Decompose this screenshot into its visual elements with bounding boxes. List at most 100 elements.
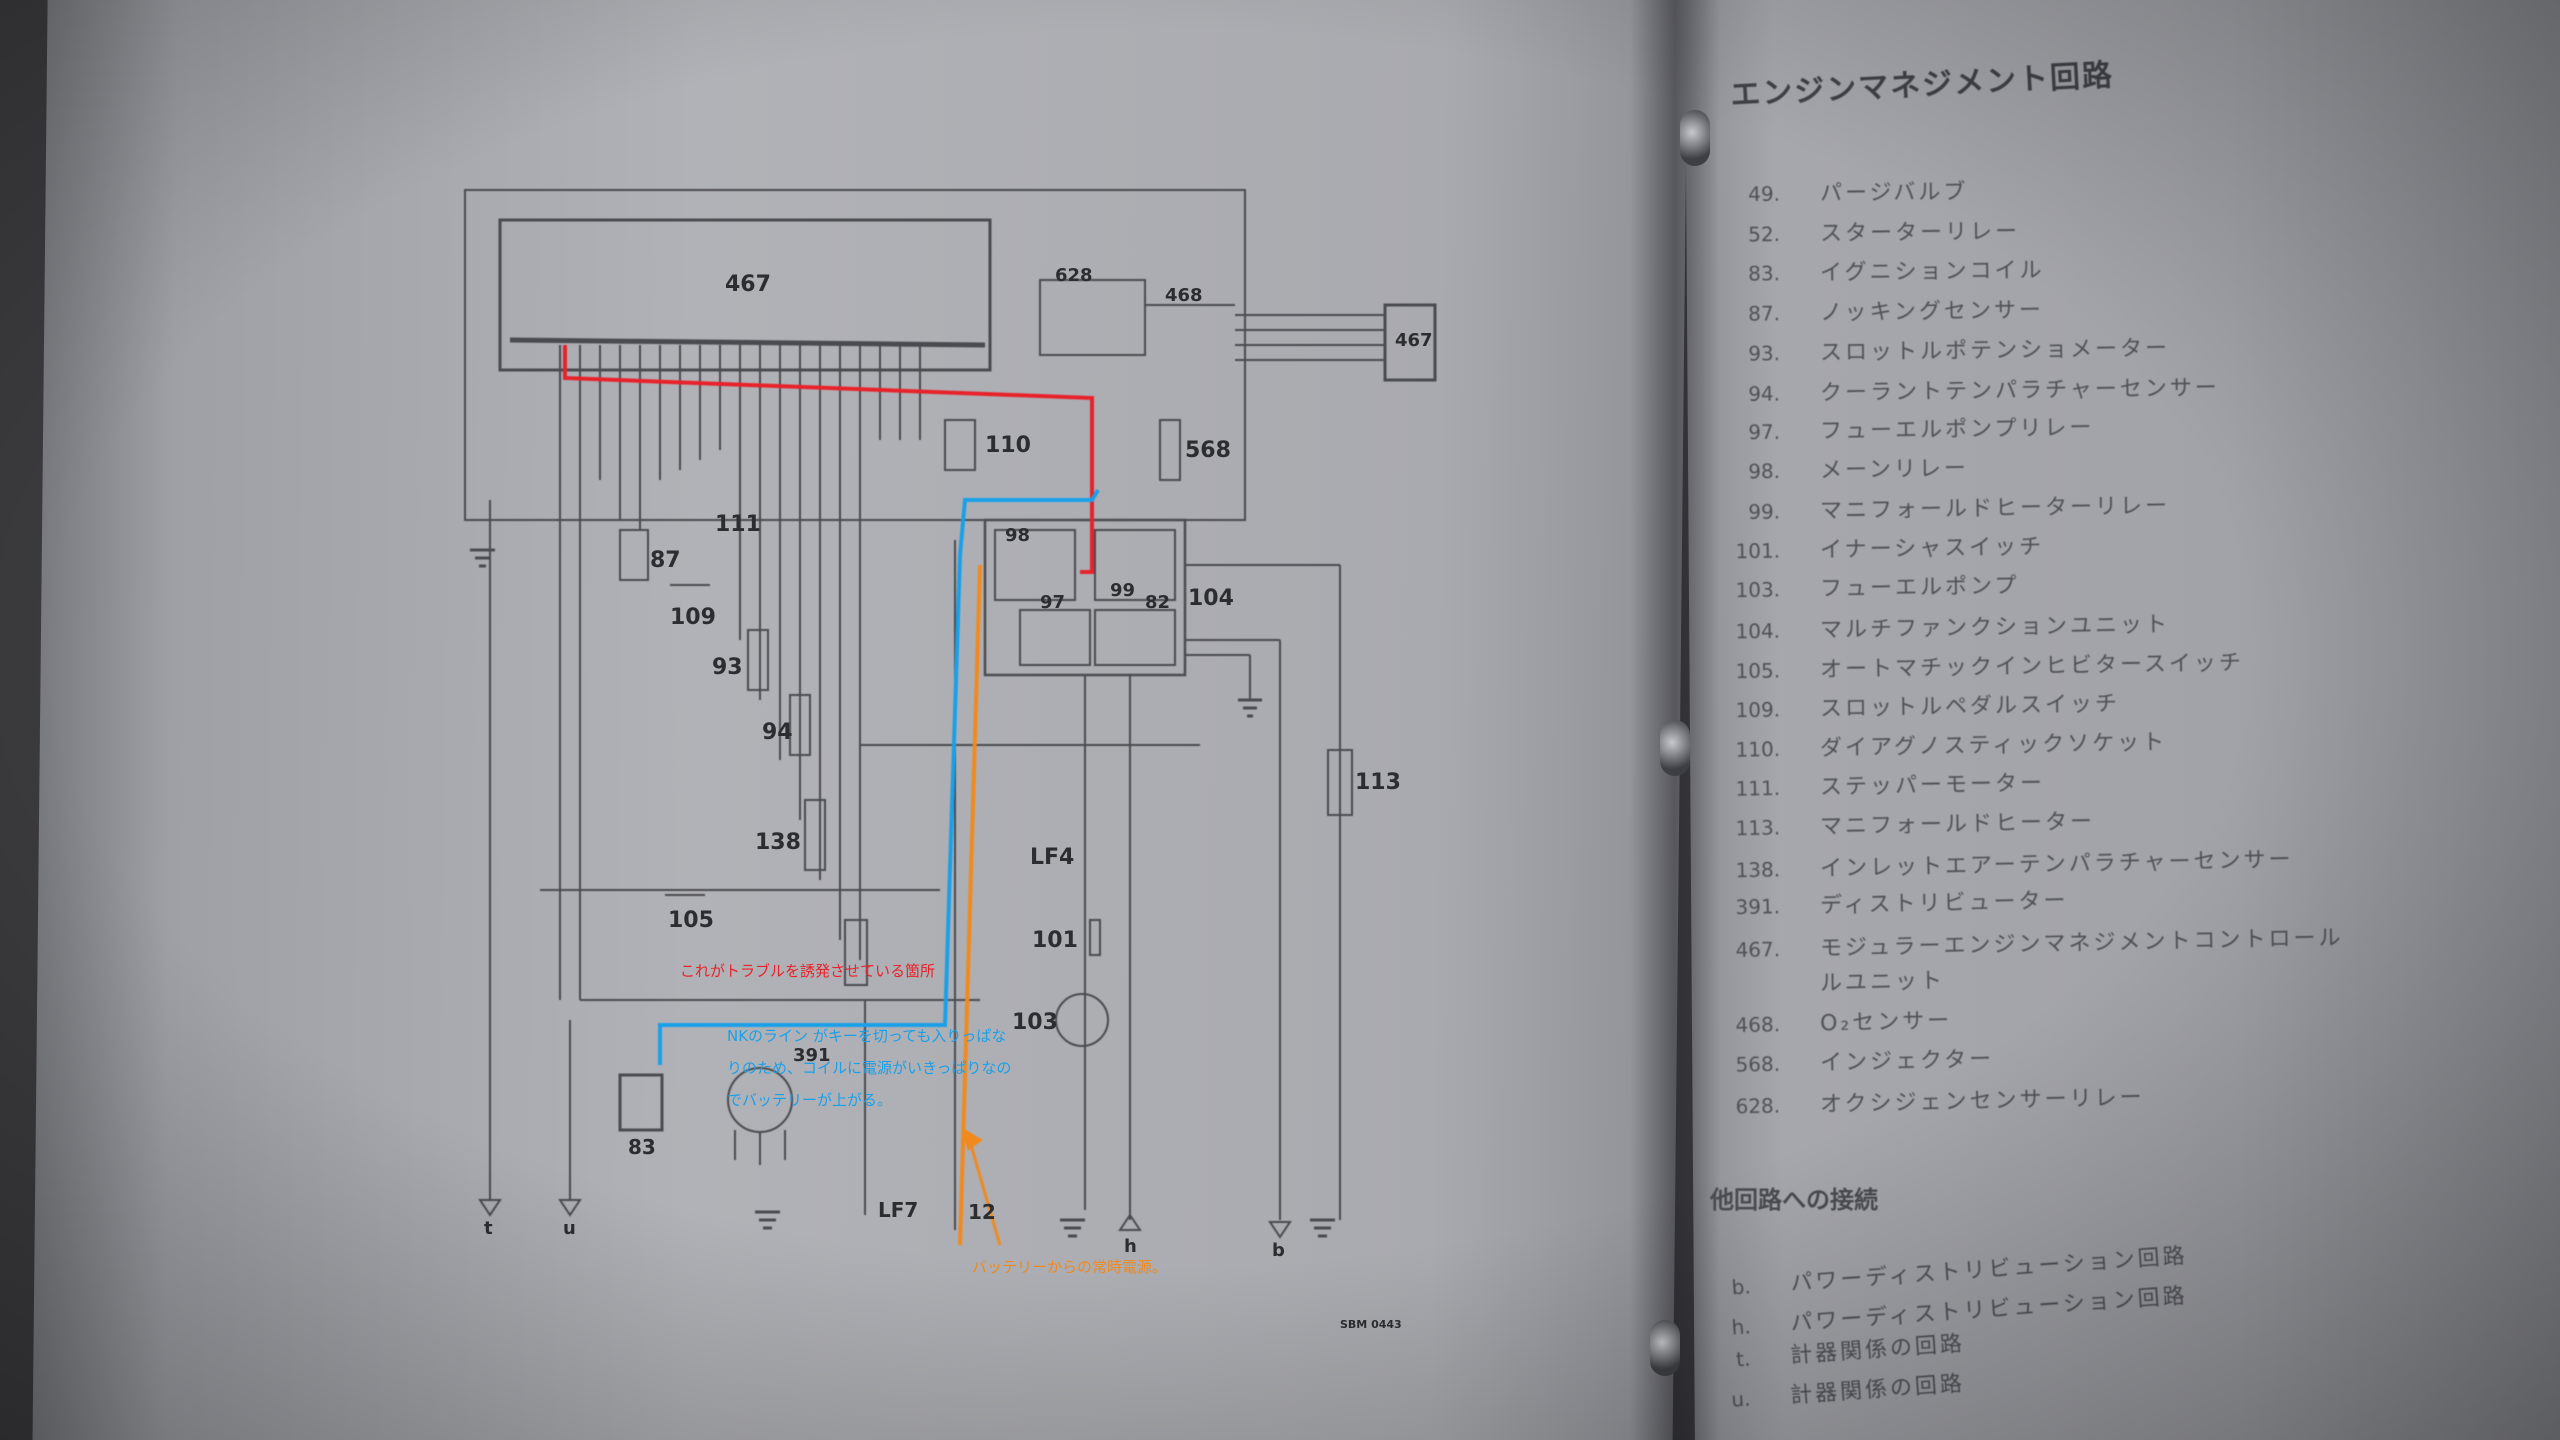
legend-item-number: 97.	[1748, 419, 1781, 445]
label-97: 97	[1040, 592, 1066, 613]
legend-item: 109. スロットルペダルスイッチ	[1720, 685, 2121, 724]
label-83: 83	[628, 1135, 656, 1159]
legend-item: 94. クーラントテンパラチャーセンサー	[1720, 369, 2220, 408]
label-87: 87	[650, 548, 681, 573]
label-105: 105	[668, 908, 714, 933]
legend-item-name: ダイアグノスティックソケット	[1819, 730, 2168, 762]
terminal-b: b	[1272, 1240, 1285, 1261]
legend-item-name: ノッキングセンサー	[1819, 297, 2045, 326]
legend-item: 103. フューエルポンプ	[1720, 568, 2020, 605]
other-circuit-letter: h.	[1730, 1314, 1752, 1340]
legend-item-number: 109.	[1735, 696, 1781, 722]
label-109: 109	[670, 605, 716, 630]
label-101: 101	[1032, 928, 1078, 953]
legend-item-number: 98.	[1748, 458, 1781, 483]
red-annotation: これがトラブルを誘発させている箇所	[680, 962, 936, 980]
legend-item-number: 94.	[1748, 380, 1781, 406]
orange-annotation: バッテリーからの常時電源。	[972, 1258, 1168, 1276]
legend-item-name: フューエルポンプ	[1819, 573, 2020, 602]
label-138: 138	[755, 830, 801, 855]
legend-item-name: メーンリレー	[1819, 455, 1970, 483]
label-93: 93	[712, 655, 743, 680]
ecu-block	[498, 218, 992, 372]
label-lf4: LF4	[1030, 845, 1075, 870]
legend-item-number: 99.	[1748, 499, 1781, 524]
legend-item-name: マニフォールドヒーター	[1819, 809, 2096, 840]
legend-item-name: イナーシャスイッチ	[1819, 534, 2045, 563]
label-98: 98	[1005, 525, 1031, 546]
o2-label: 467	[1395, 330, 1433, 351]
label-82: 82	[1145, 592, 1171, 613]
legend-item: 87.ノッキングセンサー	[1720, 292, 2044, 328]
legend-item-name: スターターリレー	[1819, 218, 2021, 247]
other-circuit-letter: u.	[1730, 1386, 1752, 1412]
legend-item-name: クーラントテンパラチャーセンサー	[1819, 375, 2220, 406]
legend-item: 568. インジェクター	[1720, 1041, 1995, 1079]
label-391: 391	[793, 1045, 831, 1066]
legend-item-number: 104.	[1735, 618, 1781, 643]
legend-item: 99. マニフォールドヒーターリレー	[1720, 488, 2170, 527]
blue-highlight-wire	[658, 488, 1100, 1065]
other-circuits-title: 他回路への接続	[1710, 1186, 1878, 1214]
legend-item-name: O₂センサー	[1819, 1008, 1953, 1036]
legend-item-number: 93.	[1748, 341, 1781, 366]
legend-item-number: 83.	[1748, 261, 1781, 286]
legend-item-name: マニフォールドヒーターリレー	[1819, 493, 2171, 524]
legend-item-number	[1720, 991, 1780, 992]
binder-ring-icon	[1680, 110, 1710, 166]
legend-item-number: 110.	[1735, 736, 1781, 762]
legend-item: ルユニット	[1720, 963, 1946, 1000]
other-circuit-letter: t.	[1735, 1346, 1752, 1372]
label-111: 111	[715, 512, 761, 537]
legend-item-number: 103.	[1735, 577, 1781, 603]
blue-annotation-line-2: りのため、コイルに電源がいきっぱりなの	[727, 1059, 1012, 1077]
legend-item-name: マルチファンクションユニット	[1819, 611, 2171, 643]
binder-ring-icon	[1660, 720, 1690, 776]
other-circuit-letter: b.	[1730, 1274, 1752, 1300]
legend-item-number: 568.	[1735, 1051, 1781, 1077]
legend-item-name: フューエルポンプリレー	[1819, 415, 2095, 445]
legend-item: 97. フューエルポンプリレー	[1720, 409, 2095, 446]
legend-item: 468. O₂センサー	[1720, 1002, 1953, 1039]
label-103: 103	[1012, 1010, 1058, 1035]
o2-sensor-block	[1383, 303, 1437, 382]
ecu-label: 467	[725, 272, 771, 297]
legend-item-number: 113.	[1735, 815, 1781, 841]
legend-item-number: 628.	[1735, 1092, 1781, 1118]
legend-item-number: 52.	[1748, 221, 1781, 246]
label-468: 468	[1165, 285, 1203, 306]
legend-item-name: スロットルペダルスイッチ	[1819, 691, 2121, 722]
legend-item: 93. スロットルポテンショメーター	[1720, 330, 2170, 368]
label-lf7: LF7	[878, 1198, 919, 1222]
legend-item-name: オクシジェンセンサーリレー	[1819, 1084, 2145, 1118]
legend-item-name: スロットルポテンショメーター	[1819, 336, 2171, 366]
diagram-code: SBM 0443	[1340, 1318, 1402, 1331]
legend-item-number: 101.	[1735, 538, 1781, 563]
label-12: 12	[968, 1200, 996, 1224]
heater-block-113	[1327, 749, 1353, 816]
legend-item: 49.パージバルブ	[1720, 174, 1969, 209]
terminal-t: t	[484, 1218, 493, 1239]
legend-item-number: 111.	[1735, 775, 1781, 801]
legend-item-name: ディストリビューター	[1819, 888, 2069, 919]
legend-item: 98. メーンリレー	[1720, 450, 1969, 486]
legend-item: 83.イグニションコイル	[1720, 252, 2045, 288]
label-568: 568	[1185, 438, 1231, 463]
legend-item: 101. イナーシャスイッチ	[1720, 528, 2045, 565]
legend-item-name: インジェクター	[1819, 1046, 1995, 1076]
label-110: 110	[985, 433, 1031, 458]
red-highlight-wire	[563, 345, 1094, 574]
label-104: 104	[1188, 586, 1234, 611]
relay-628-label: 628	[1055, 265, 1093, 286]
legend-item: 52. スターターリレー	[1720, 213, 2020, 248]
label-94: 94	[762, 720, 793, 745]
legend-item-name: ルユニット	[1819, 968, 1946, 997]
legend-item-number: 468.	[1735, 1011, 1781, 1037]
legend-item-number: 467.	[1735, 936, 1781, 962]
terminal-u: u	[563, 1218, 576, 1239]
label-113: 113	[1355, 770, 1401, 795]
binder-ring-icon	[1650, 1320, 1680, 1376]
legend-item: 111.ステッパーモーター	[1720, 765, 2046, 803]
